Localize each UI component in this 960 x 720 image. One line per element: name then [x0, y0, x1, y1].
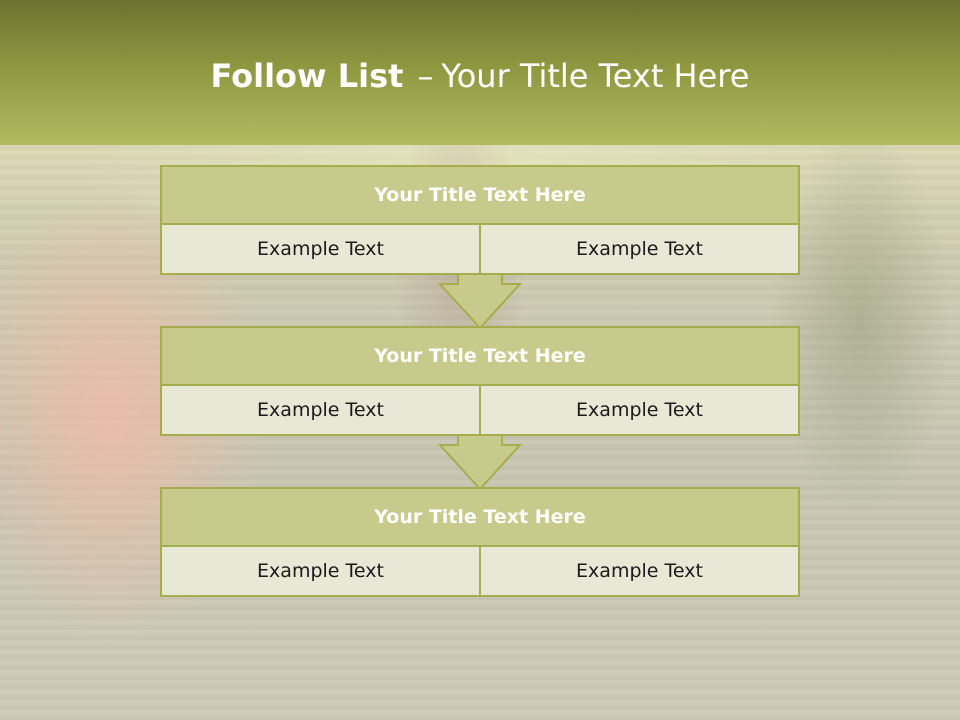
block-cell-right: Example Text	[481, 547, 800, 597]
block-cell-right: Example Text	[481, 225, 800, 275]
block-row: Example Text Example Text	[160, 547, 800, 597]
header-band: Follow List–Your Title Text Here	[0, 0, 960, 145]
block-cell-left: Example Text	[160, 547, 481, 597]
block-title: Your Title Text Here	[160, 165, 800, 225]
title-separator: –	[417, 57, 434, 95]
list-block-3: Your Title Text Here Example Text Exampl…	[160, 487, 800, 597]
down-arrow-icon	[438, 268, 522, 330]
list-block-1: Your Title Text Here Example Text Exampl…	[160, 165, 800, 275]
block-cell-right: Example Text	[481, 386, 800, 436]
title-rest: Your Title Text Here	[441, 57, 750, 95]
block-cell-left: Example Text	[160, 225, 481, 275]
title-bold: Follow List	[210, 57, 404, 95]
down-arrow-icon	[438, 429, 522, 491]
block-cell-left: Example Text	[160, 386, 481, 436]
list-block-2: Your Title Text Here Example Text Exampl…	[160, 326, 800, 436]
block-row: Example Text Example Text	[160, 386, 800, 436]
slide-title: Follow List–Your Title Text Here	[0, 50, 960, 102]
block-title: Your Title Text Here	[160, 326, 800, 386]
block-title: Your Title Text Here	[160, 487, 800, 547]
block-row: Example Text Example Text	[160, 225, 800, 275]
